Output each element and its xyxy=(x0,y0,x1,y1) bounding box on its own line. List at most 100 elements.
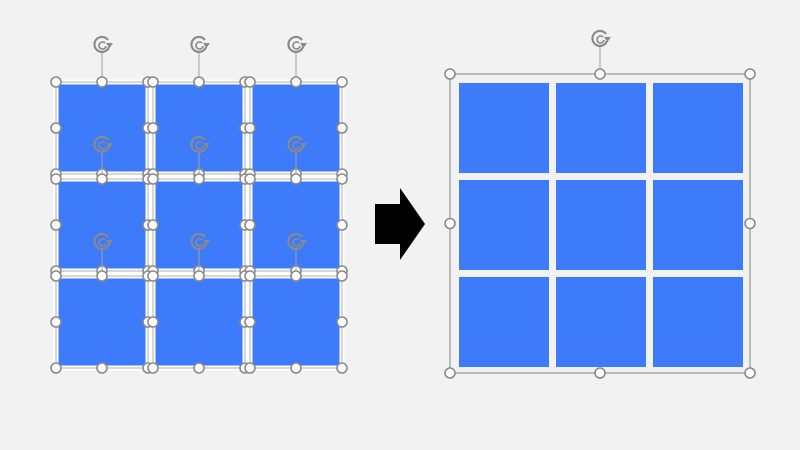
rotate-arc xyxy=(190,35,208,54)
rotate-arrowhead xyxy=(300,43,307,48)
resize-handle[interactable] xyxy=(147,316,159,328)
blue-square[interactable] xyxy=(459,83,549,173)
resize-handle[interactable] xyxy=(147,76,159,88)
grouped-shapes xyxy=(444,29,756,379)
rotate-arc xyxy=(591,29,609,48)
resize-handle[interactable] xyxy=(744,68,756,80)
rotate-arrowhead xyxy=(106,43,113,48)
resize-handle[interactable] xyxy=(444,68,456,80)
rotate-arc xyxy=(190,135,208,154)
resize-handle[interactable] xyxy=(147,362,159,374)
resize-handle[interactable] xyxy=(290,173,302,185)
resize-handle[interactable] xyxy=(147,122,159,134)
resize-handle[interactable] xyxy=(50,362,62,374)
rotate-arrowhead xyxy=(300,240,307,245)
rotate-arc-inner xyxy=(195,238,204,247)
rotate-handle-icon[interactable] xyxy=(190,135,210,154)
blue-square[interactable] xyxy=(250,276,342,368)
rotate-arc xyxy=(93,35,111,54)
blue-square[interactable] xyxy=(56,276,148,368)
resize-handle[interactable] xyxy=(290,270,302,282)
resize-handle[interactable] xyxy=(444,367,456,379)
rotate-arrowhead xyxy=(106,143,113,148)
rotate-arc-inner xyxy=(596,35,605,44)
blue-square[interactable] xyxy=(556,83,646,173)
blue-square[interactable] xyxy=(459,180,549,270)
blue-square[interactable] xyxy=(459,277,549,367)
rotate-handle-icon[interactable] xyxy=(287,35,307,54)
resize-handle[interactable] xyxy=(336,173,348,185)
resize-handle[interactable] xyxy=(244,316,256,328)
resize-handle[interactable] xyxy=(444,217,456,230)
resize-handle[interactable] xyxy=(244,173,256,185)
rotate-arc-inner xyxy=(195,141,204,150)
rotate-arrowhead xyxy=(300,143,307,148)
rotate-arrowhead xyxy=(106,240,113,245)
resize-handle[interactable] xyxy=(290,76,302,88)
blue-square[interactable] xyxy=(653,277,743,367)
resize-handle[interactable] xyxy=(244,362,256,374)
rotate-arc-inner xyxy=(292,41,301,50)
right-arrow-icon xyxy=(375,188,425,260)
rotate-arc-inner xyxy=(98,238,107,247)
rotate-handle-icon[interactable] xyxy=(287,135,307,154)
resize-handle[interactable] xyxy=(594,367,606,379)
resize-handle[interactable] xyxy=(336,316,348,328)
resize-handle[interactable] xyxy=(50,122,62,134)
rotate-arc-inner xyxy=(98,141,107,150)
blue-square[interactable] xyxy=(653,180,743,270)
resize-handle[interactable] xyxy=(193,270,205,282)
resize-handle[interactable] xyxy=(96,362,108,374)
blue-square[interactable] xyxy=(153,276,245,368)
rotate-arc-inner xyxy=(292,141,301,150)
blue-square[interactable] xyxy=(556,277,646,367)
rotate-arc-inner xyxy=(292,238,301,247)
resize-handle[interactable] xyxy=(96,173,108,185)
resize-handle[interactable] xyxy=(147,270,159,282)
resize-handle[interactable] xyxy=(290,362,302,374)
rotate-arrowhead xyxy=(203,240,210,245)
rotate-arc xyxy=(93,232,111,251)
resize-handle[interactable] xyxy=(193,173,205,185)
rotate-arc xyxy=(93,135,111,154)
resize-handle[interactable] xyxy=(96,270,108,282)
resize-handle[interactable] xyxy=(96,76,108,88)
rotate-arrowhead xyxy=(604,37,611,42)
resize-handle[interactable] xyxy=(336,362,348,374)
resize-handle[interactable] xyxy=(594,68,606,80)
blue-square[interactable] xyxy=(653,83,743,173)
rotate-handle-icon[interactable] xyxy=(591,29,611,48)
resize-handle[interactable] xyxy=(744,367,756,379)
rotate-handle-icon[interactable] xyxy=(190,232,210,251)
resize-handle[interactable] xyxy=(50,270,62,282)
rotate-arc-inner xyxy=(195,41,204,50)
rotate-arc xyxy=(287,135,305,154)
rotate-handle-icon[interactable] xyxy=(190,35,210,54)
ungrouped-shapes xyxy=(50,35,348,374)
resize-handle[interactable] xyxy=(193,76,205,88)
rotate-arc-inner xyxy=(98,41,107,50)
rotate-handle-icon[interactable] xyxy=(93,232,113,251)
resize-handle[interactable] xyxy=(336,122,348,134)
resize-handle[interactable] xyxy=(336,270,348,282)
resize-handle[interactable] xyxy=(50,316,62,328)
resize-handle[interactable] xyxy=(244,219,256,231)
resize-handle[interactable] xyxy=(336,219,348,231)
rotate-handle-icon[interactable] xyxy=(287,232,307,251)
rotate-handle-icon[interactable] xyxy=(93,135,113,154)
resize-handle[interactable] xyxy=(336,76,348,88)
resize-handle[interactable] xyxy=(50,173,62,185)
rotate-arc xyxy=(287,232,305,251)
resize-handle[interactable] xyxy=(50,219,62,231)
resize-handle[interactable] xyxy=(147,219,159,231)
rotate-arrowhead xyxy=(203,143,210,148)
resize-handle[interactable] xyxy=(50,76,62,88)
resize-handle[interactable] xyxy=(744,217,756,230)
resize-handle[interactable] xyxy=(244,122,256,134)
resize-handle[interactable] xyxy=(244,76,256,88)
rotate-handle-icon[interactable] xyxy=(93,35,113,54)
blue-square[interactable] xyxy=(556,180,646,270)
resize-handle[interactable] xyxy=(193,362,205,374)
resize-handle[interactable] xyxy=(147,173,159,185)
resize-handle[interactable] xyxy=(244,270,256,282)
